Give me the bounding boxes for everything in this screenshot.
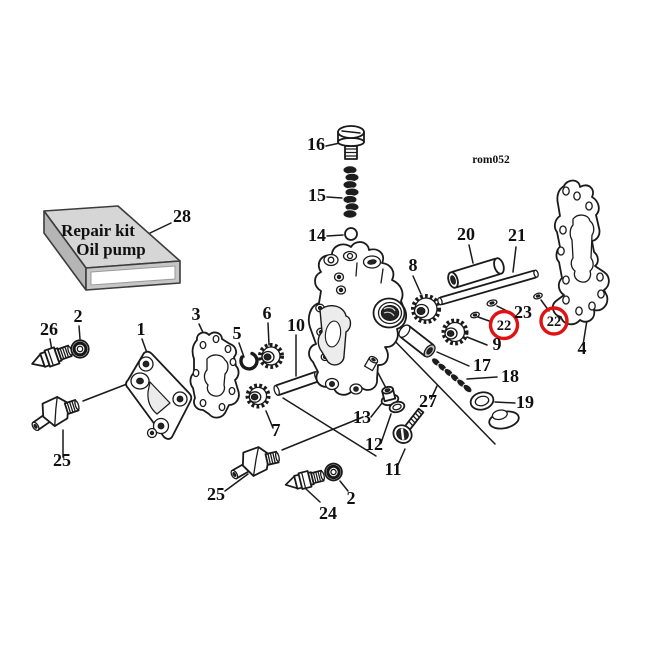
part-22-left — [470, 311, 480, 319]
part-label-2-bottom: 2 — [347, 488, 356, 508]
kit-box-line1: Repair kit — [61, 221, 135, 240]
part-label-27: 27 — [419, 391, 437, 411]
part-label-13: 13 — [353, 407, 371, 427]
part-label-14: 14 — [308, 225, 326, 245]
plug-cap — [488, 409, 520, 430]
part-17-plunger — [398, 324, 436, 358]
part-1-cover-plate — [125, 350, 193, 440]
part-2-washer-top — [70, 339, 90, 359]
part-24-fitting — [284, 469, 325, 490]
part-20-tube — [447, 257, 505, 289]
part-label-18: 18 — [501, 366, 519, 386]
part-label-16: 16 — [307, 134, 325, 154]
part-12-washer — [388, 400, 406, 414]
part-2-washer-bottom — [324, 462, 343, 482]
part-label-28: 28 — [173, 206, 191, 226]
part-label-22-left: 22 — [497, 318, 512, 334]
part-11-screw — [392, 407, 425, 444]
part-5-retaining-ring — [239, 351, 259, 371]
part-26-fitting — [31, 344, 73, 368]
connector-lines — [82, 333, 496, 457]
part-8-nut — [411, 294, 441, 324]
part-label-15: 15 — [308, 185, 326, 205]
part-labels: 16 15 14 28 20 21 8 23 4 26 2 1 3 5 6 10… — [40, 134, 587, 523]
part-25-fitting-upper — [31, 396, 80, 432]
part-label-21: 21 — [508, 225, 526, 245]
part-label-23: 23 — [514, 302, 532, 322]
part-label-20: 20 — [457, 224, 475, 244]
part-22-right — [533, 292, 543, 300]
part-label-19: 19 — [516, 392, 534, 412]
part-18-spring — [431, 357, 473, 394]
part-label-24: 24 — [319, 503, 337, 523]
part-3-gasket — [189, 331, 240, 419]
repair-kit-box: Repair kit Oil pump — [43, 205, 181, 291]
part-label-26: 26 — [40, 319, 58, 339]
part-label-2-top: 2 — [74, 306, 83, 326]
leader-lines — [49, 142, 588, 503]
part-25-fitting-lower — [230, 446, 280, 480]
part-7-gear — [245, 383, 271, 409]
part-10-pin — [273, 371, 321, 396]
reference-code: rom052 — [472, 154, 510, 166]
part-16-screw — [337, 125, 365, 160]
part-label-6: 6 — [263, 303, 272, 323]
part-4-gasket — [551, 179, 610, 326]
part-19-seal-ring — [469, 391, 495, 411]
part-label-25-lower: 25 — [207, 484, 225, 504]
part-23-check-ball-seat — [486, 299, 498, 307]
part-label-22-right: 22 — [547, 314, 562, 330]
part-15-spring — [342, 165, 360, 219]
part-label-3: 3 — [192, 304, 201, 324]
highlight-circle-left — [488, 309, 520, 341]
part-label-4: 4 — [578, 338, 587, 358]
part-label-11: 11 — [384, 459, 401, 479]
part-label-5: 5 — [233, 323, 242, 343]
part-label-25-upper: 25 — [53, 450, 71, 470]
part-21-rod — [437, 269, 539, 306]
part-label-1: 1 — [137, 319, 146, 339]
part-label-7: 7 — [272, 420, 281, 440]
highlight-circle-right — [539, 306, 569, 336]
part-label-17: 17 — [473, 355, 491, 375]
pump-body — [307, 241, 408, 396]
part-label-12: 12 — [365, 434, 383, 454]
part-9-nut — [441, 318, 469, 346]
part-6-gear — [258, 343, 284, 369]
part-label-10: 10 — [287, 315, 305, 335]
kit-box-line2: Oil pump — [76, 240, 145, 259]
part-label-8: 8 — [409, 255, 418, 275]
part-14-ball — [344, 227, 358, 241]
part-label-9: 9 — [493, 334, 502, 354]
